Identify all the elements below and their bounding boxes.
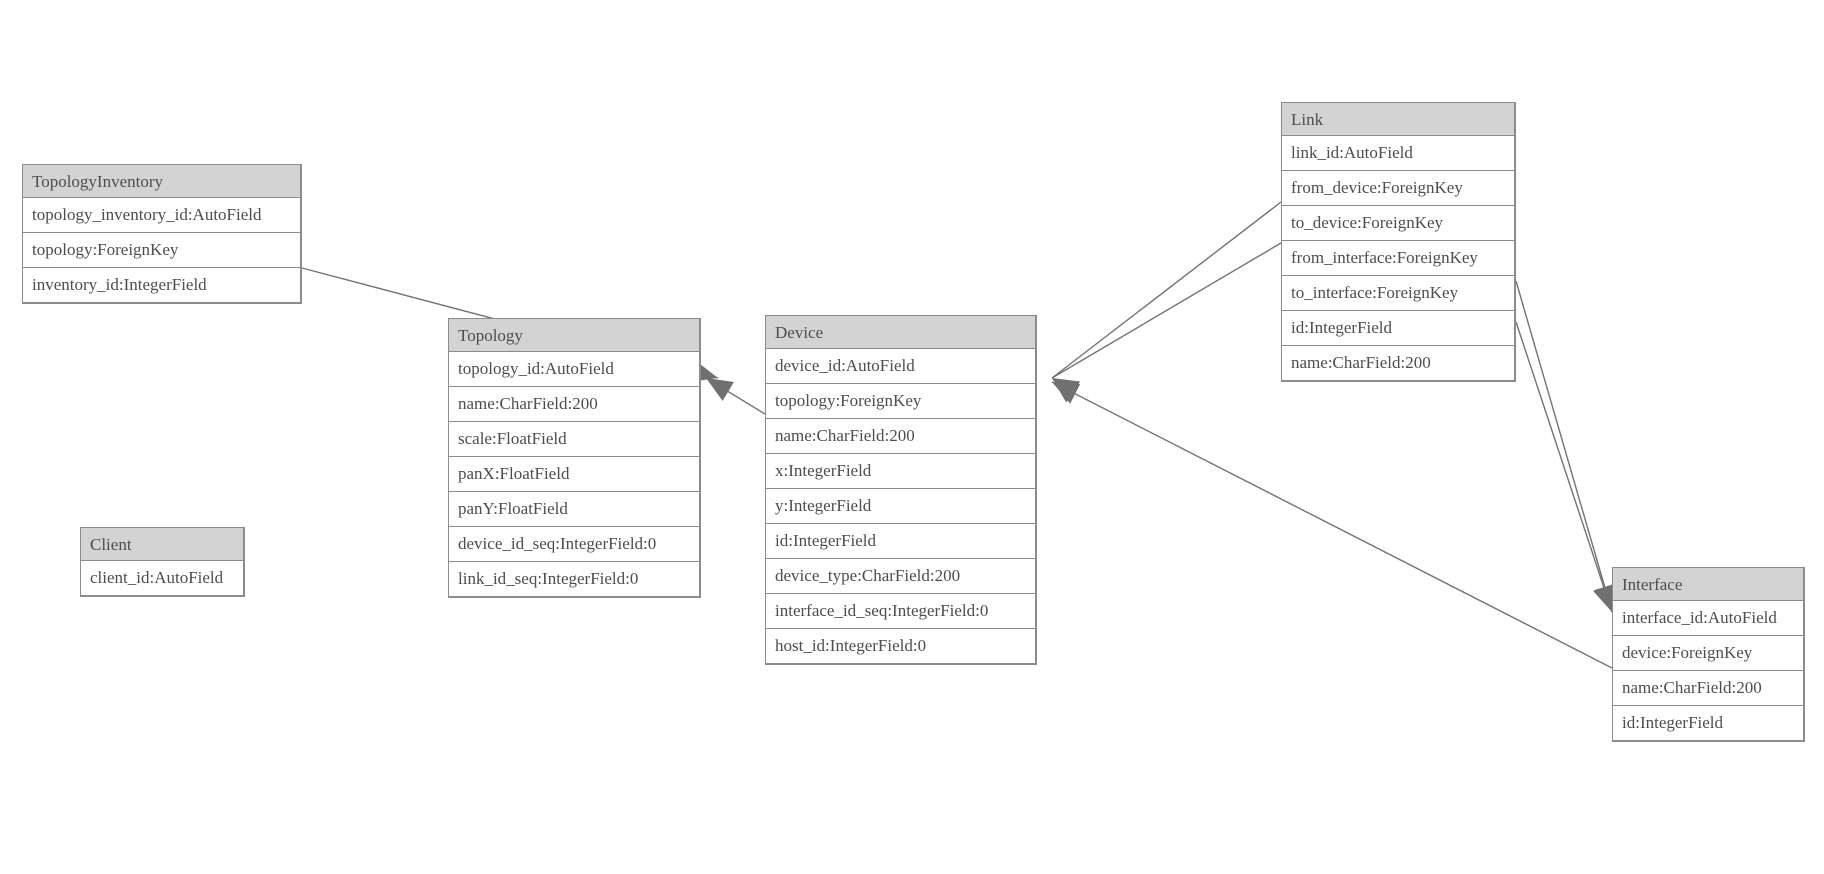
relationship-line-link-from-device	[1051, 201, 1282, 379]
entity-field: link_id_seq:IntegerField:0	[448, 562, 700, 597]
entity-title-client: Client	[80, 527, 244, 561]
entity-field: id:IntegerField	[1281, 311, 1515, 346]
entity-field: device_id_seq:IntegerField:0	[448, 527, 700, 562]
entity-title-link: Link	[1281, 102, 1515, 136]
entity-field: from_interface:ForeignKey	[1281, 241, 1515, 276]
entity-field: device_type:CharField:200	[765, 559, 1036, 594]
relationship-line-device-topology	[705, 377, 766, 415]
entity-field: x:IntegerField	[765, 454, 1036, 489]
entity-field: panY:FloatField	[448, 492, 700, 527]
entity-title-topology-inventory: TopologyInventory	[22, 164, 301, 198]
entity-field: interface_id_seq:IntegerField:0	[765, 594, 1036, 629]
entity-title-interface: Interface	[1612, 567, 1804, 601]
relationship-arrowhead-interface-device	[1052, 382, 1081, 404]
entity-field: name:CharField:200	[1281, 346, 1515, 381]
entity-field: device_id:AutoField	[765, 349, 1036, 384]
entity-title-device: Device	[765, 315, 1036, 349]
relationship-line-interface-device	[1051, 381, 1613, 669]
relationship-arrowhead-link-from-device	[1052, 378, 1080, 403]
entity-field: from_device:ForeignKey	[1281, 171, 1515, 206]
entity-field: y:IntegerField	[765, 489, 1036, 524]
entity-field: topology_id:AutoField	[448, 352, 700, 387]
entity-field: topology:ForeignKey	[765, 384, 1036, 419]
relationship-line-link-to-interface	[1515, 321, 1613, 613]
entity-field: panX:FloatField	[448, 457, 700, 492]
entity-field: to_device:ForeignKey	[1281, 206, 1515, 241]
entity-field: name:CharField:200	[1612, 671, 1804, 706]
entity-field: topology_inventory_id:AutoField	[22, 198, 301, 233]
entity-title-topology: Topology	[448, 318, 700, 352]
entity-field: id:IntegerField	[1612, 706, 1804, 741]
entity-field: topology:ForeignKey	[22, 233, 301, 268]
entity-field: to_interface:ForeignKey	[1281, 276, 1515, 311]
relationship-arrowhead-device-topology	[706, 378, 734, 401]
relationship-line-link-to-device	[1051, 242, 1282, 379]
entity-field: interface_id:AutoField	[1612, 601, 1804, 636]
relationship-arrowhead-link-to-interface	[1593, 583, 1614, 612]
entity-field: device:ForeignKey	[1612, 636, 1804, 671]
entity-field: client_id:AutoField	[80, 561, 244, 596]
relationship-line-link-from-interface	[1515, 280, 1613, 613]
entity-field: link_id:AutoField	[1281, 136, 1515, 171]
entity-field: scale:FloatField	[448, 422, 700, 457]
entity-field: id:IntegerField	[765, 524, 1036, 559]
entity-field: inventory_id:IntegerField	[22, 268, 301, 303]
entity-field: name:CharField:200	[448, 387, 700, 422]
relationship-arrowhead-link-to-device	[1052, 378, 1081, 401]
entity-field: host_id:IntegerField:0	[765, 629, 1036, 664]
entity-field: name:CharField:200	[765, 419, 1036, 454]
